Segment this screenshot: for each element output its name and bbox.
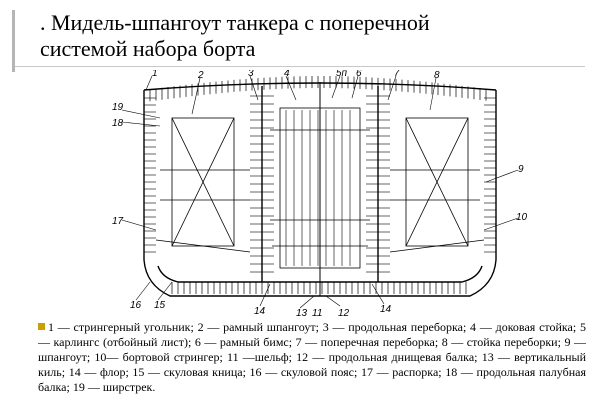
label-19: 19 (112, 102, 124, 113)
bottom-floors (171, 282, 467, 294)
midship-section-drawing: 1 2 3 4 5п 6 7 8 9 10 11 12 13 14 14 15 … (112, 70, 528, 319)
label-17: 17 (112, 216, 124, 227)
legend-caption: 1 — стрингерный угольник; 2 — рамный шпа… (38, 320, 586, 395)
label-6: 6 (356, 70, 362, 79)
label-8: 8 (434, 70, 440, 81)
hull-outline (143, 82, 497, 297)
title-divider (15, 66, 585, 67)
label-15: 15 (154, 300, 166, 311)
label-16: 16 (130, 300, 142, 311)
label-2: 2 (197, 70, 204, 81)
label-7: 7 (394, 70, 400, 79)
frame-ladders (144, 95, 496, 273)
label-3: 3 (248, 70, 254, 79)
label-5: 5п (336, 70, 348, 79)
label-4: 4 (284, 70, 290, 79)
slide-title: . Мидель-шпангоут танкера с поперечной с… (40, 10, 580, 62)
label-9: 9 (518, 164, 524, 175)
label-14a: 14 (254, 306, 266, 317)
deck-beams (149, 76, 487, 102)
leader-lines (121, 75, 519, 309)
title-line-1: . Мидель-шпангоут танкера с поперечной (40, 10, 430, 35)
label-11: 11 (312, 308, 322, 319)
label-1: 1 (152, 70, 158, 79)
center-tank-framing (270, 107, 370, 269)
title-accent-bar (12, 10, 15, 72)
right-wing-tank-framing (389, 117, 485, 253)
label-13: 13 (296, 308, 308, 319)
label-12: 12 (338, 308, 350, 319)
label-18: 18 (112, 118, 124, 129)
left-wing-tank-framing (155, 117, 251, 253)
bullet-icon (38, 323, 45, 330)
label-14b: 14 (380, 304, 392, 315)
legend-text: 1 — стрингерный угольник; 2 — рамный шпа… (38, 320, 586, 394)
label-10: 10 (516, 212, 528, 223)
title-line-2: системой набора борта (40, 36, 256, 61)
